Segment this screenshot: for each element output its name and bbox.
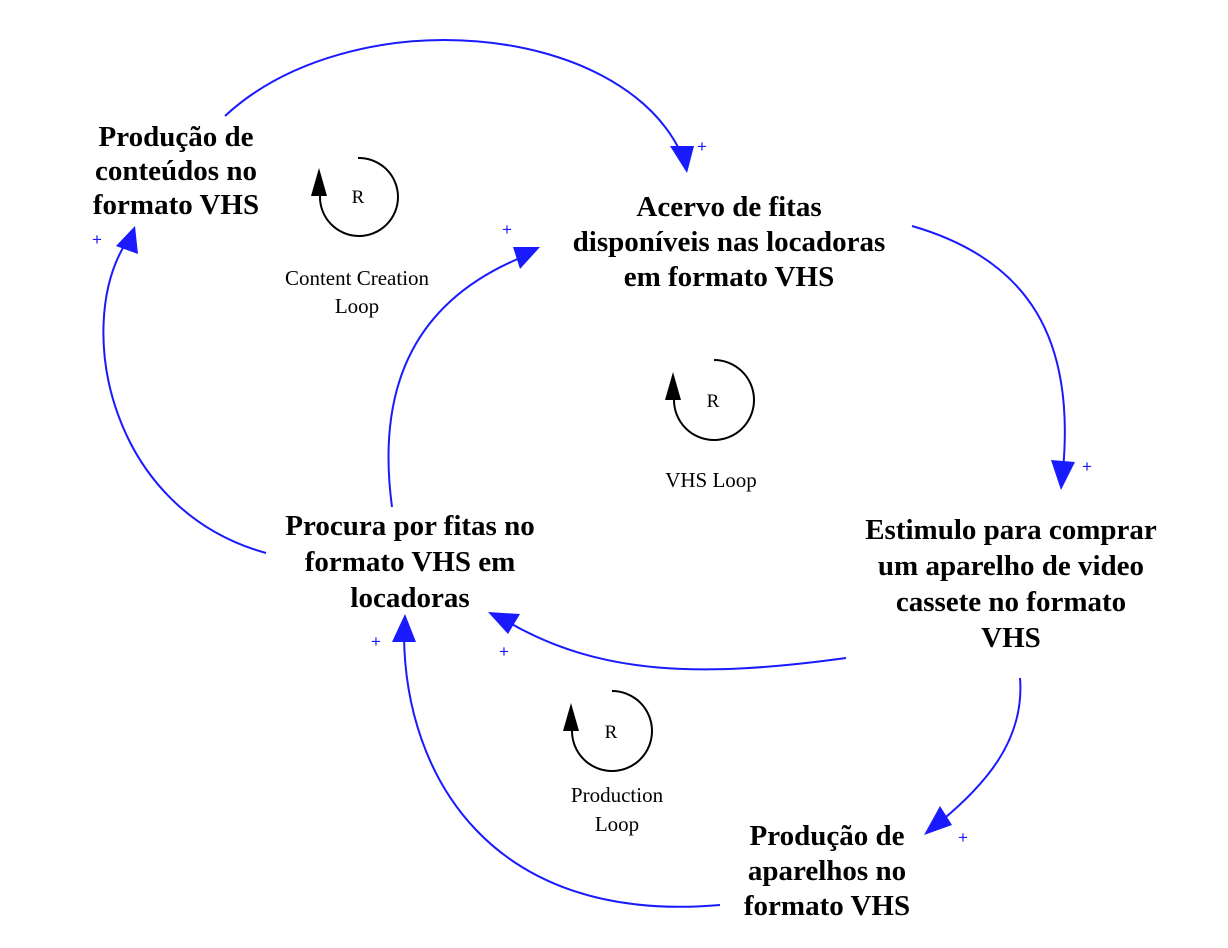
- polarity-conteudos-to-acervo: +: [697, 137, 707, 156]
- loop-arc-content-creation: [318, 156, 399, 237]
- loop-letter-content-creation: R: [352, 187, 365, 208]
- polarity-procura-to-acervo: +: [502, 220, 512, 239]
- node-producao-conteudos-line1: Produção de: [99, 121, 254, 153]
- node-estimulo-line4: VHS: [981, 622, 1041, 654]
- loop-arc-vhs: [673, 359, 755, 441]
- node-producao-conteudos-line3: formato VHS: [93, 189, 259, 221]
- polarity-estimulo-to-procura: +: [499, 642, 509, 661]
- link-conteudos-to-acervo: [224, 39, 683, 156]
- node-procura-fitas: Procura por fitas no formato VHS em loca…: [285, 510, 534, 614]
- link-procura-to-conteudos: [102, 245, 267, 554]
- arrowhead-estimulo-to-procura: [488, 612, 520, 634]
- loop-production: R Production Loop: [563, 690, 664, 836]
- link-estimulo-to-procura: [507, 621, 847, 671]
- loop-name-content-creation-line2: Loop: [335, 294, 379, 318]
- arrowhead-conteudos-to-acervo: [670, 146, 694, 173]
- polarity-acervo-to-estimulo: +: [1082, 457, 1092, 476]
- link-acervo-to-estimulo: [911, 225, 1066, 471]
- node-producao-aparelhos-line2: aparelhos no: [748, 855, 906, 887]
- link-aparelhos-to-procura: [403, 634, 721, 908]
- loop-name-production-line2: Loop: [595, 812, 639, 836]
- node-producao-aparelhos: Produção de aparelhos no formato VHS: [744, 820, 910, 922]
- node-estimulo-line2: um aparelho de video: [878, 550, 1144, 582]
- loop-name-content-creation-line1: Content Creation: [285, 266, 430, 290]
- loop-arrowhead-content-creation: [311, 168, 327, 196]
- loop-arrowhead-production: [563, 703, 579, 731]
- loop-name-vhs: VHS Loop: [665, 468, 757, 492]
- polarity-estimulo-to-aparelhos: +: [958, 828, 968, 847]
- node-estimulo-line1: Estimulo para comprar: [865, 514, 1157, 546]
- node-acervo-fitas: Acervo de fitas disponíveis nas locadora…: [573, 191, 886, 293]
- polarity-aparelhos-to-procura: +: [371, 632, 381, 651]
- node-producao-aparelhos-line1: Produção de: [750, 820, 905, 852]
- node-acervo-fitas-line3: em formato VHS: [624, 261, 834, 293]
- links: + + + + + + +: [92, 39, 1092, 908]
- link-estimulo-to-aparelhos: [939, 677, 1022, 823]
- node-estimulo-line3: cassete no formato: [896, 586, 1126, 618]
- node-producao-conteudos-line2: conteúdos no: [95, 155, 257, 187]
- loop-content-creation: R Content Creation Loop: [285, 156, 430, 318]
- node-estimulo: Estimulo para comprar um aparelho de vid…: [865, 514, 1157, 654]
- loop-letter-production: R: [605, 722, 618, 743]
- polarity-procura-to-conteudos: +: [92, 230, 102, 249]
- node-producao-conteudos: Produção de conteúdos no formato VHS: [93, 121, 259, 221]
- arrowhead-procura-to-acervo: [513, 247, 540, 269]
- node-procura-fitas-line3: locadoras: [350, 582, 469, 614]
- arrowhead-estimulo-to-aparelhos: [924, 806, 952, 835]
- loop-name-production-line1: Production: [571, 783, 664, 807]
- arrowhead-procura-to-conteudos: [116, 226, 138, 254]
- loop-vhs: R VHS Loop: [665, 359, 757, 492]
- link-procura-to-acervo: [387, 257, 521, 508]
- node-procura-fitas-line1: Procura por fitas no: [285, 510, 534, 542]
- arrowhead-acervo-to-estimulo: [1051, 460, 1075, 490]
- node-acervo-fitas-line2: disponíveis nas locadoras: [573, 226, 886, 258]
- loop-arc-production: [571, 690, 653, 772]
- loop-letter-vhs: R: [707, 391, 720, 412]
- loop-arrowhead-vhs: [665, 372, 681, 400]
- node-acervo-fitas-line1: Acervo de fitas: [636, 191, 821, 223]
- node-procura-fitas-line2: formato VHS em: [305, 546, 515, 578]
- arrowhead-aparelhos-to-procura: [392, 614, 416, 642]
- node-producao-aparelhos-line3: formato VHS: [744, 890, 910, 922]
